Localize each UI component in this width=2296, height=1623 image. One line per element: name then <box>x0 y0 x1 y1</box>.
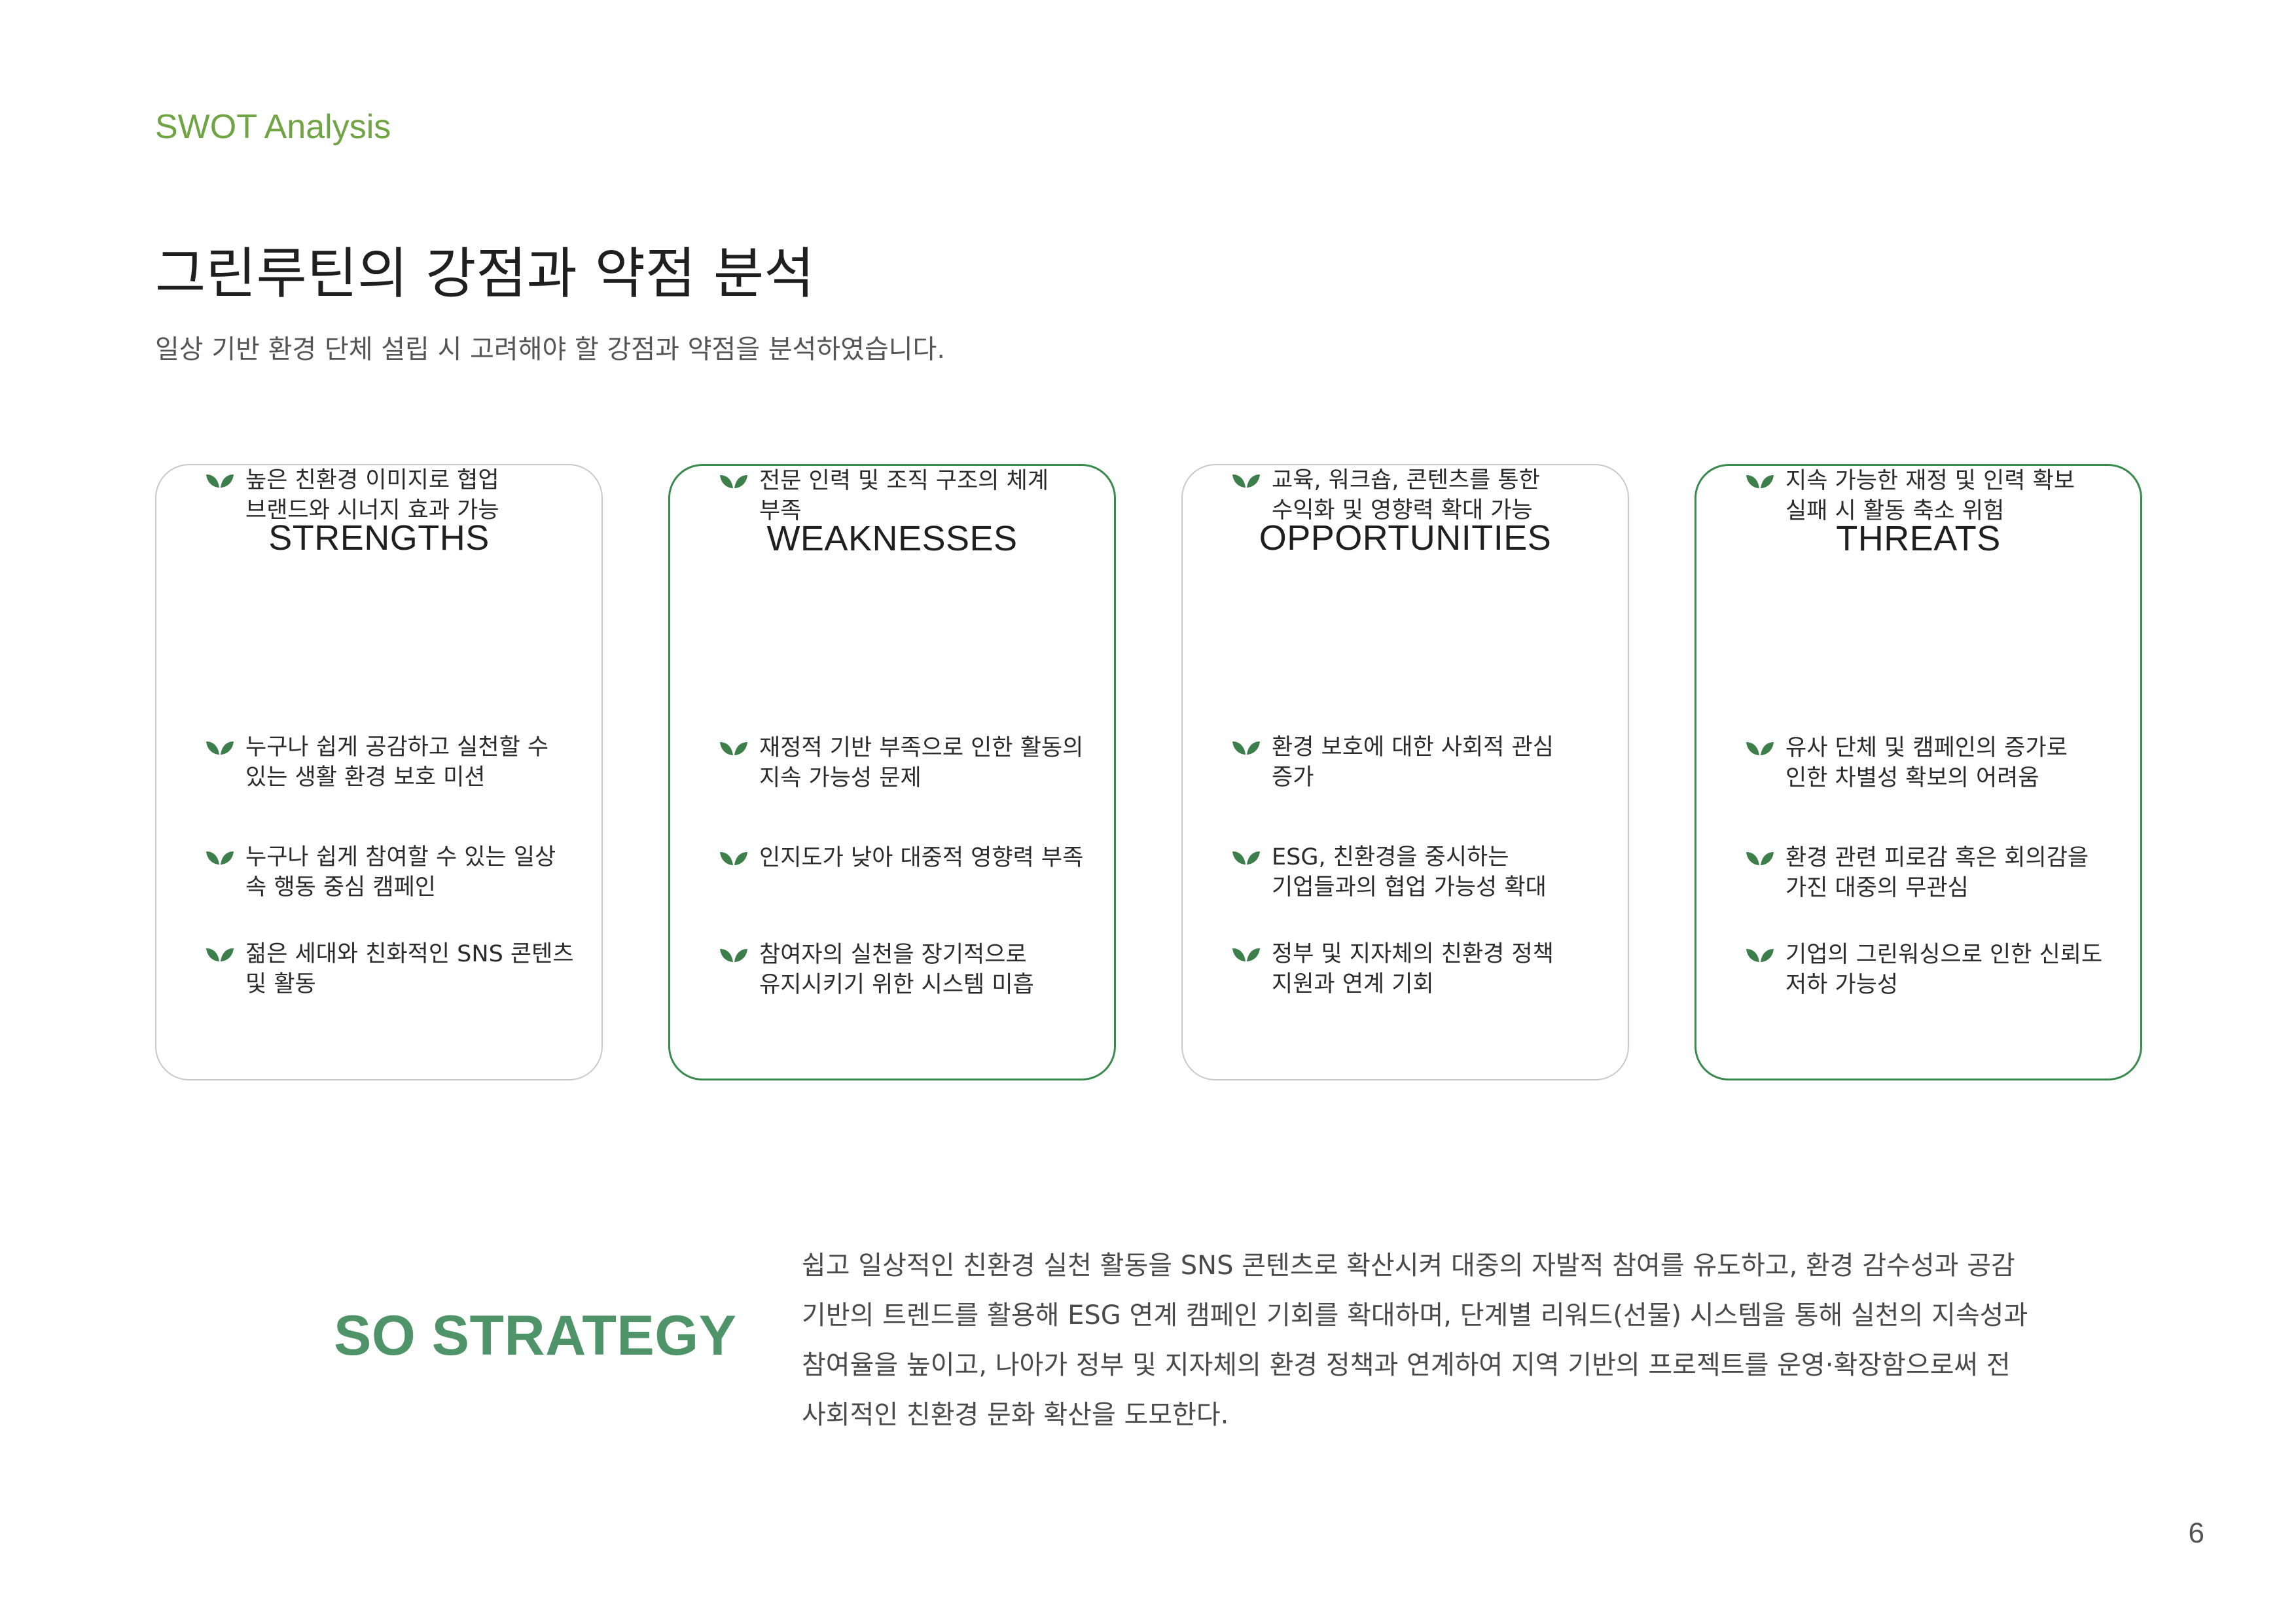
opportunities-card: OPPORTUNITIES 환경 보호에 대한 사회적 관심 증가 ESG, 친… <box>1181 464 1629 1080</box>
strategy-title: SO STRATEGY <box>334 1304 737 1367</box>
list-item: 인지도가 낮아 대중적 영향력 부족 <box>719 843 1088 873</box>
list-item: 환경 관련 피로감 혹은 회의감을 가진 대중의 무관심 <box>1745 843 2114 903</box>
list-item-text: ESG, 친환경을 중시하는 기업들과의 협업 가능성 확대 <box>1272 844 1547 901</box>
list-item: 지속 가능한 재정 및 인력 확보 실패 시 활동 축소 위험 <box>1745 466 2114 526</box>
list-item-text: 인지도가 낮아 대중적 영향력 부족 <box>759 845 1084 871</box>
card-title: STRENGTHS <box>268 518 490 558</box>
section-eyebrow: SWOT Analysis <box>155 108 391 146</box>
list-item-text: 참여자의 실천을 장기적으로 유지시키기 위한 시스템 미흡 <box>759 942 1034 998</box>
page-number: 6 <box>2188 1517 2204 1549</box>
list-item-text: 정부 및 지자체의 친환경 정책 지원과 연계 기회 <box>1272 941 1554 997</box>
list-item-text: 환경 관련 피로감 혹은 회의감을 가진 대중의 무관심 <box>1785 845 2089 901</box>
leaf-icon <box>206 474 234 488</box>
leaf-icon <box>206 948 234 961</box>
leaf-icon <box>720 475 747 488</box>
leaf-icon <box>720 742 747 755</box>
list-item: 젊은 세대와 친화적인 SNS 콘텐츠 및 활동 <box>205 939 575 999</box>
leaf-icon <box>720 852 747 865</box>
leaf-icon <box>720 949 747 962</box>
leaf-icon <box>1746 852 1774 865</box>
list-item: 참여자의 실천을 장기적으로 유지시키기 위한 시스템 미흡 <box>719 940 1088 1000</box>
card-title: WEAKNESSES <box>766 519 1018 558</box>
list-item-text: 젊은 세대와 친화적인 SNS 콘텐츠 및 활동 <box>245 941 574 997</box>
list-item-text: 유사 단체 및 캠페인의 증가로 인한 차별성 확보의 어려움 <box>1785 735 2068 791</box>
leaf-icon <box>1232 474 1260 488</box>
list-item: 환경 보호에 대한 사회적 관심 증가 <box>1231 732 1602 793</box>
card-title: THREATS <box>1836 519 2001 558</box>
list-item-text: 재정적 기반 부족으로 인한 활동의 지속 가능성 문제 <box>759 735 1084 791</box>
swot-cards: STRENGTHS 누구나 쉽게 공감하고 실천할 수 있는 생활 환경 보호 … <box>155 464 2143 1083</box>
leaf-icon <box>1746 475 1774 488</box>
strategy-text: 쉽고 일상적인 친환경 실천 활동을 SNS 콘텐츠로 확산시켜 대중의 자발적… <box>802 1251 2028 1430</box>
list-item: 교육, 워크숍, 콘텐츠를 통한 수익화 및 영향력 확대 가능 <box>1231 465 1602 526</box>
list-item-text: 누구나 쉽게 공감하고 실천할 수 있는 생활 환경 보호 미션 <box>245 734 549 791</box>
list-item-text: 기업의 그린워싱으로 인한 신뢰도 저하 가능성 <box>1785 942 2103 998</box>
list-item: 기업의 그린워싱으로 인한 신뢰도 저하 가능성 <box>1745 940 2114 1000</box>
list-item: 누구나 쉽게 공감하고 실천할 수 있는 생활 환경 보호 미션 <box>205 732 575 793</box>
list-item-text: 높은 친환경 이미지로 협업 브랜드와 시너지 효과 가능 <box>245 467 499 524</box>
leaf-icon <box>1746 742 1774 755</box>
leaf-icon <box>1746 949 1774 962</box>
strengths-card: STRENGTHS 누구나 쉽게 공감하고 실천할 수 있는 생활 환경 보호 … <box>155 464 603 1080</box>
list-item: 누구나 쉽게 참여할 수 있는 일상 속 행동 중심 캠페인 <box>205 842 575 902</box>
list-item: 재정적 기반 부족으로 인한 활동의 지속 가능성 문제 <box>719 733 1088 793</box>
page-subtitle: 일상 기반 환경 단체 설립 시 고려해야 할 강점과 약점을 분석하였습니다. <box>155 334 946 365</box>
list-item-text: 교육, 워크숍, 콘텐츠를 통한 수익화 및 영향력 확대 가능 <box>1272 467 1540 524</box>
page-title: 그린루틴의 강점과 약점 분석 <box>155 241 815 306</box>
leaf-icon <box>1232 948 1260 961</box>
leaf-icon <box>206 741 234 755</box>
weaknesses-card: WEAKNESSES 재정적 기반 부족으로 인한 활동의 지속 가능성 문제 … <box>668 464 1116 1080</box>
list-item: ESG, 친환경을 중시하는 기업들과의 협업 가능성 확대 <box>1231 842 1602 902</box>
leaf-icon <box>206 851 234 865</box>
leaf-icon <box>1232 741 1260 755</box>
leaf-icon <box>1232 851 1260 865</box>
list-item-text: 누구나 쉽게 참여할 수 있는 일상 속 행동 중심 캠페인 <box>245 844 556 901</box>
list-item-text: 지속 가능한 재정 및 인력 확보 실패 시 활동 축소 위험 <box>1785 468 2075 524</box>
list-item-text: 전문 인력 및 조직 구조의 체계 부족 <box>759 468 1049 524</box>
list-item: 정부 및 지자체의 친환경 정책 지원과 연계 기회 <box>1231 939 1602 999</box>
list-item: 유사 단체 및 캠페인의 증가로 인한 차별성 확보의 어려움 <box>1745 733 2114 793</box>
card-title: OPPORTUNITIES <box>1259 518 1552 558</box>
list-item: 높은 친환경 이미지로 협업 브랜드와 시너지 효과 가능 <box>205 465 575 526</box>
threats-card: THREATS 유사 단체 및 캠페인의 증가로 인한 차별성 확보의 어려움 … <box>1695 464 2142 1080</box>
list-item-text: 환경 보호에 대한 사회적 관심 증가 <box>1272 734 1554 791</box>
list-item: 전문 인력 및 조직 구조의 체계 부족 <box>719 466 1088 526</box>
